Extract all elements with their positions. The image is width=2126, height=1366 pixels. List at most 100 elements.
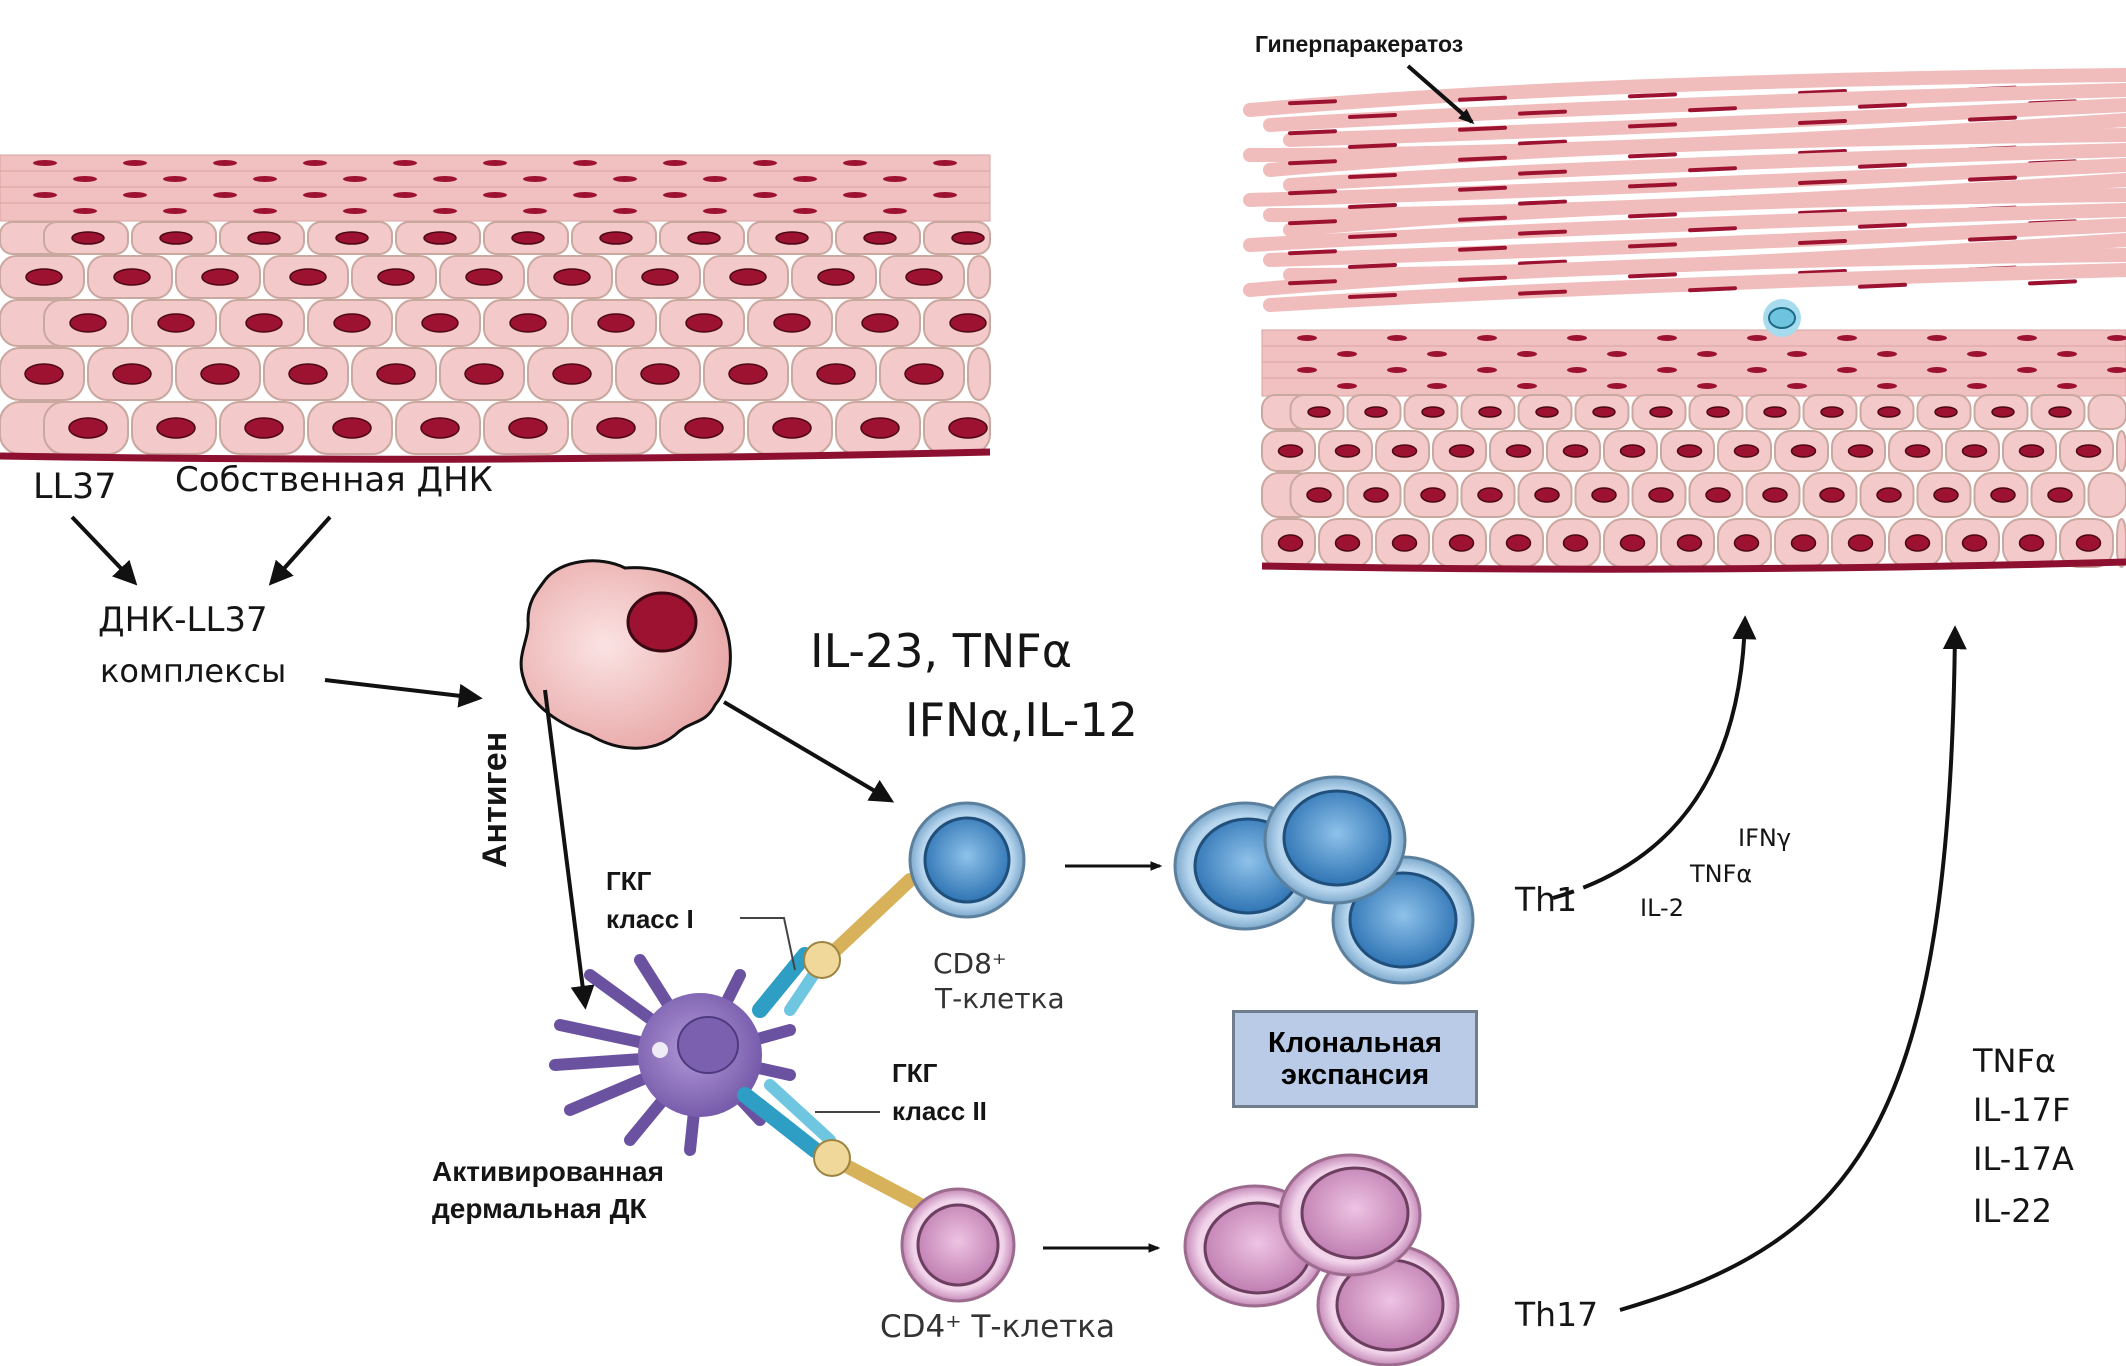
nucleus (253, 208, 277, 214)
nucleus (687, 231, 721, 245)
th17-cytokine-tnfa: TNFα (1973, 1042, 2056, 1080)
nucleus (1705, 487, 1731, 503)
th1-cytokine-ifng: IFNγ (1738, 824, 1792, 852)
nucleus (861, 313, 899, 333)
nucleus (1607, 351, 1627, 357)
keratinocyte (967, 347, 991, 401)
nucleus (1477, 367, 1497, 373)
psoriatic-epidermis (1243, 68, 2126, 573)
nucleus (1363, 487, 1389, 503)
flat-nucleus (1458, 185, 1507, 192)
basement-membrane (1261, 558, 2126, 573)
nucleus (1790, 444, 1817, 458)
nucleus (288, 363, 328, 385)
cd8-label: CD8⁺ (933, 947, 1007, 980)
nucleus (157, 313, 195, 333)
flattened-cell-layer (1261, 377, 2126, 397)
nucleus (1706, 406, 1730, 418)
nucleus (1819, 487, 1845, 503)
nucleus (1448, 444, 1475, 458)
nucleus (201, 268, 239, 286)
nucleus (2057, 351, 2077, 357)
nucleus (509, 313, 547, 333)
nucleus (2018, 444, 2045, 458)
flattened-cell-layer (0, 170, 991, 190)
nucleus (793, 208, 817, 214)
nucleus (343, 208, 367, 214)
flat-nucleus (1688, 106, 1737, 113)
flat-nucleus (1628, 212, 1677, 219)
nucleus (1847, 444, 1874, 458)
nucleus (703, 208, 727, 214)
keratinocyte (2116, 430, 2126, 472)
nucleus (1391, 444, 1418, 458)
nucleus (905, 268, 943, 286)
nucleus (159, 231, 193, 245)
nucleus (1991, 406, 2015, 418)
nucleus (24, 363, 64, 385)
flat-nucleus (1628, 182, 1677, 189)
nucleus (1427, 383, 1447, 389)
nucleus (1337, 351, 1357, 357)
cytokines-il23-tnfa: IL-23, TNFα (810, 624, 1073, 678)
nucleus (1927, 367, 1947, 373)
nucleus (423, 231, 457, 245)
nucleus (2048, 406, 2072, 418)
nucleus (728, 363, 768, 385)
nucleus (1387, 367, 1407, 373)
flat-nucleus (1628, 152, 1677, 159)
nucleus (1562, 444, 1589, 458)
nucleus (1967, 383, 1987, 389)
mhc1-label: ГКГ (606, 866, 652, 896)
nucleus (1763, 406, 1787, 418)
th1-cytokine-il2: IL-2 (1640, 894, 1684, 922)
keratin-strand (1243, 248, 2126, 297)
arrow-antigen (543, 689, 595, 1010)
self-dna-label: Собственная ДНК (175, 460, 493, 500)
arrow-complex-to-pdc (324, 678, 483, 708)
mhc2-class-label: класс II (892, 1096, 987, 1126)
nucleus (73, 176, 97, 182)
cytokines-ifna-il12: IFNα,IL-12 (905, 693, 1138, 747)
nucleus (1448, 534, 1475, 552)
nucleus (1837, 367, 1857, 373)
nucleus (1877, 406, 1901, 418)
flat-nucleus (1968, 175, 2017, 182)
dendritic-cell-label-line2: дермальная ДК (432, 1193, 647, 1224)
nucleus (2075, 444, 2102, 458)
nucleus (663, 160, 687, 166)
nucleus (523, 208, 547, 214)
nucleus (1820, 406, 1844, 418)
nucleus (1562, 534, 1589, 552)
flat-nucleus (1688, 166, 1737, 173)
nucleus (613, 208, 637, 214)
nucleus (2107, 335, 2126, 341)
nucleus (843, 160, 867, 166)
flat-nucleus (1688, 286, 1737, 293)
nucleus (33, 160, 57, 166)
nucleus (1790, 534, 1817, 552)
nucleus (1697, 351, 1717, 357)
flat-nucleus (1518, 139, 1567, 146)
th1-cytokine-tnfa: TNFα (1690, 860, 1753, 888)
arrow-to-cd8 (722, 700, 895, 803)
nucleus (1297, 335, 1317, 341)
nucleus (123, 160, 147, 166)
nucleus (1334, 534, 1361, 552)
nucleus (1961, 444, 1988, 458)
keratin-strand (1283, 188, 2126, 237)
flat-nucleus (1798, 149, 1847, 155)
nucleus (599, 231, 633, 245)
nucleus (393, 192, 417, 198)
nucleus (1391, 534, 1418, 552)
nucleus (1567, 367, 1587, 373)
nucleus (1837, 335, 1857, 341)
nucleus (112, 363, 152, 385)
plasmacytoid-dc-cell (519, 559, 732, 750)
nucleus (420, 417, 460, 439)
flat-nucleus (1858, 282, 1907, 289)
th17-cytokine-il17a: IL-17A (1973, 1140, 2074, 1178)
nucleus (613, 176, 637, 182)
nucleus (685, 313, 723, 333)
flat-nucleus (1288, 159, 1337, 166)
